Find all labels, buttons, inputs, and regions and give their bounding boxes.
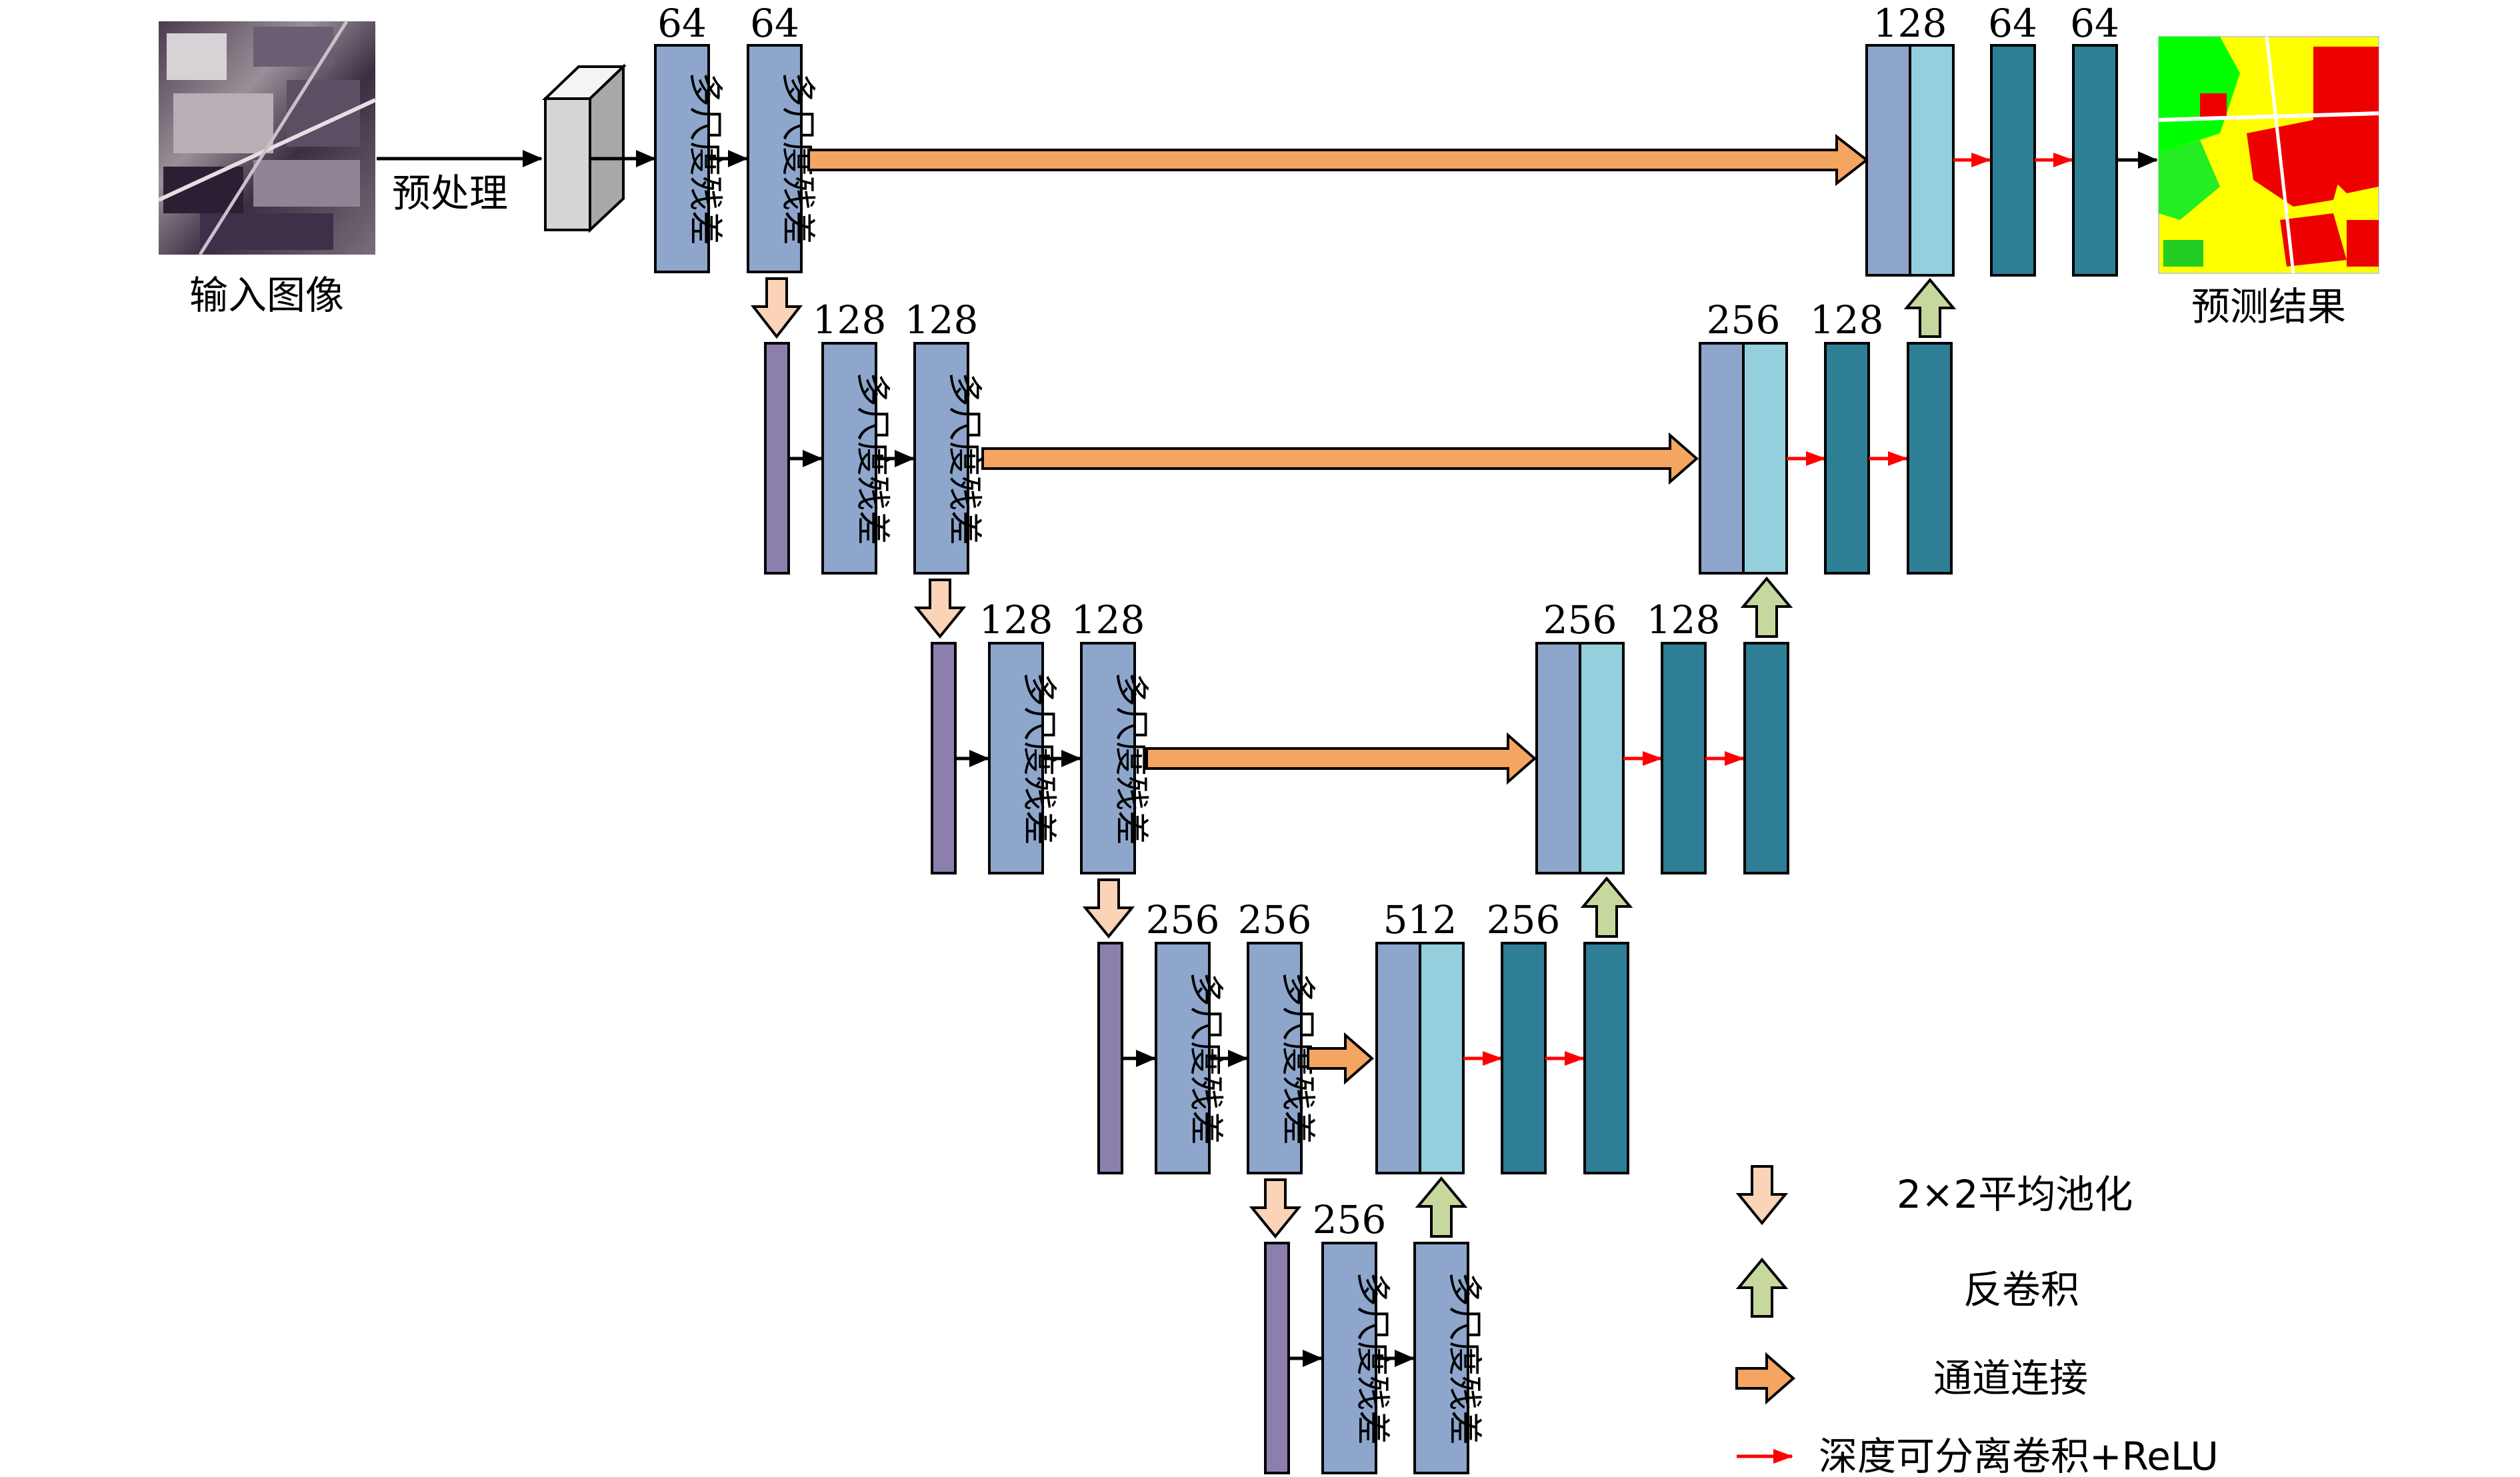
concat-block-skip xyxy=(1909,44,1955,277)
channel-label: 128 xyxy=(1873,1,1947,46)
channel-label: 256 xyxy=(1543,597,1617,643)
residual-block xyxy=(1321,1242,1377,1474)
residual-block xyxy=(1080,642,1136,874)
deconv-arrow xyxy=(1903,277,1957,338)
channel-label: 256 xyxy=(1238,897,1312,942)
conv-block xyxy=(1990,44,2036,277)
pool-arrow xyxy=(1249,1178,1302,1239)
concat-block-upsampled xyxy=(1699,342,1745,575)
pool-arrow xyxy=(913,579,967,639)
conv-block xyxy=(1501,942,1547,1174)
conv-block xyxy=(1824,342,1870,575)
channel-label: 64 xyxy=(1988,1,2037,46)
channel-label: 128 xyxy=(813,297,887,343)
channel-label: 128 xyxy=(1810,297,1884,343)
residual-block-label: 多尺度残差 xyxy=(1444,1272,1484,1445)
channel-label: 256 xyxy=(1707,297,1781,343)
skip-connection-arrow xyxy=(807,133,1869,187)
residual-block xyxy=(654,44,710,273)
skip-connection-arrow xyxy=(1307,1032,1375,1085)
residual-block xyxy=(913,342,969,575)
residual-block xyxy=(1155,942,1211,1174)
legend-concat-label: 通道连接 xyxy=(1933,1356,2088,1401)
pool-bar xyxy=(764,342,790,575)
conv-block xyxy=(1907,342,1953,575)
concat-block-upsampled xyxy=(1375,942,1421,1174)
input-caption: 输入图像 xyxy=(189,273,344,318)
pool-bar xyxy=(1097,942,1123,1174)
legend-deconv-icon xyxy=(1735,1257,1789,1318)
concat-block-skip xyxy=(1579,642,1625,874)
legend-concat-icon xyxy=(1735,1352,1796,1405)
conv-block xyxy=(2072,44,2118,277)
channel-label: 64 xyxy=(2070,1,2119,46)
channel-label: 128 xyxy=(979,597,1053,643)
deconv-arrow xyxy=(1415,1176,1468,1238)
deconv-arrow xyxy=(1580,876,1633,938)
residual-block xyxy=(988,642,1044,874)
pool-arrow xyxy=(750,277,803,339)
legend-pool-icon xyxy=(1735,1165,1789,1226)
concat-block-upsampled xyxy=(1535,642,1581,874)
residual-block xyxy=(1247,942,1303,1174)
channel-label: 256 xyxy=(1487,897,1561,942)
channel-label: 64 xyxy=(657,1,707,46)
channel-label: 128 xyxy=(1647,597,1721,643)
residual-block-label: 多尺度残差 xyxy=(944,372,984,545)
concat-block-upsampled xyxy=(1865,44,1911,277)
residual-block xyxy=(747,44,803,273)
residual-block-label: 多尺度残差 xyxy=(1111,672,1151,845)
output-prediction-map xyxy=(2158,36,2379,274)
preprocess-label: 预处理 xyxy=(392,171,508,216)
deconv-arrow xyxy=(1740,576,1793,638)
concat-block-skip xyxy=(1742,342,1788,575)
input-image xyxy=(157,20,377,256)
channel-label: 128 xyxy=(1071,597,1145,643)
legend: 2×2平均池化 反卷积 通道连接 深度可分离卷积+ReLU xyxy=(1735,1165,2219,1477)
channel-label: 256 xyxy=(1146,897,1220,942)
legend-deconv-label: 反卷积 xyxy=(1963,1267,2079,1312)
pool-arrow xyxy=(1082,878,1135,939)
channel-label: 512 xyxy=(1383,897,1457,942)
skip-connection-arrow xyxy=(1145,732,1537,785)
pool-bar xyxy=(1264,1242,1290,1474)
legend-pool-label: 2×2平均池化 xyxy=(1897,1172,2133,1217)
skip-connection-arrow xyxy=(981,432,1699,485)
channel-label: 256 xyxy=(1313,1197,1387,1242)
channel-label: 64 xyxy=(750,1,799,46)
conv-block xyxy=(1583,942,1629,1174)
concat-block-skip xyxy=(1419,942,1465,1174)
conv-block xyxy=(1661,642,1707,874)
pool-bar xyxy=(931,642,957,874)
output-caption: 预测结果 xyxy=(2191,284,2346,329)
legend-sepconv-label: 深度可分离卷积+ReLU xyxy=(1819,1434,2219,1477)
conv-block xyxy=(1743,642,1789,874)
channel-label: 128 xyxy=(905,297,979,343)
residual-block xyxy=(1413,1242,1469,1474)
preprocess-block xyxy=(542,63,627,233)
